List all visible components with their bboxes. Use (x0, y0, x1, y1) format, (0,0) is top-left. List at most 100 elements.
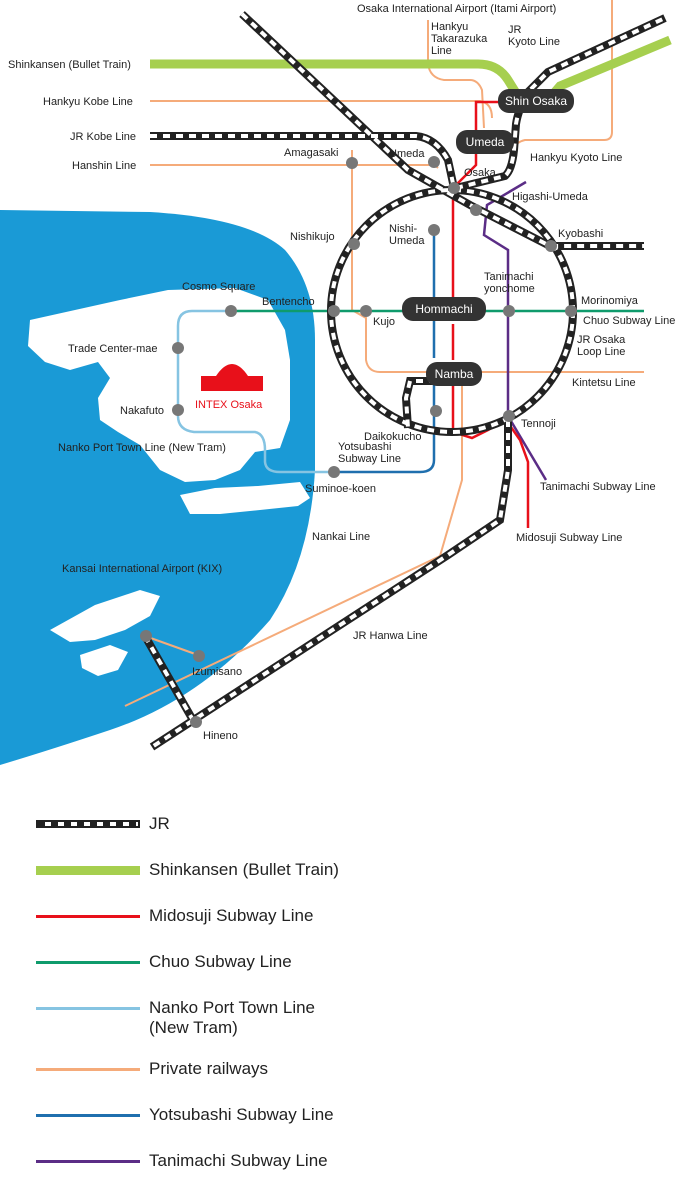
station-dot-tanimachi-yonchome (503, 305, 515, 317)
legend-item-midosuji: Midosuji Subway Line (36, 906, 313, 926)
namba-label: Namba (435, 367, 474, 381)
label-line: yonchome (484, 283, 535, 295)
daikokucho-label: Daikokucho (364, 431, 421, 443)
station-dot-nishi-umeda (428, 224, 440, 236)
station-dot-bentencho (328, 305, 340, 317)
station-dot-tennoji (503, 410, 515, 422)
station-dot-osaka (448, 182, 460, 194)
legend-label-tanimachi: Tanimachi Subway Line (149, 1151, 328, 1170)
station-dot-cosmo-square (225, 305, 237, 317)
station-dot-morinomiya (565, 305, 577, 317)
jr-hanwa-label: JR Hanwa Line (353, 630, 428, 642)
label-line: Yotsubashi (338, 441, 391, 453)
station-pill-namba[interactable]: Namba (426, 362, 482, 386)
label-line: Hankyu (431, 21, 468, 33)
shinkansen-label: Shinkansen (Bullet Train) (8, 59, 131, 71)
legend-swatch-yotsubashi (36, 1114, 140, 1117)
tanimachi-label: Tanimachi Subway Line (540, 481, 656, 493)
hanshin-label: Hanshin Line (72, 160, 136, 172)
amagasaki-branch (351, 150, 440, 373)
station-dot-higashi-umeda (470, 204, 482, 216)
nankai-label: Nankai Line (312, 531, 370, 543)
nanko-port-town-line (176, 309, 334, 474)
label-line: JR Osaka (577, 334, 626, 346)
station-dots (140, 156, 577, 728)
amagasaki-label: Amagasaki (284, 147, 338, 159)
legend: JR Shinkansen (Bullet Train) Midosuji Subw… (0, 800, 692, 1193)
label-line: Line (431, 45, 452, 57)
label-line: Subway Line (338, 453, 401, 465)
nanko-label: Nanko Port Town Line (New Tram) (58, 442, 226, 454)
intex-osaka-venue-icon (201, 364, 263, 391)
legend-item-shinkansen: Shinkansen (Bullet Train) (36, 860, 339, 880)
higashi-umeda-label: Higashi-Umeda (512, 191, 589, 203)
kix-label: Kansai International Airport (KIX) (62, 563, 222, 575)
legend-label-yotsubashi: Yotsubashi Subway Line (149, 1105, 334, 1124)
hankyu-takarazuka-line (427, 20, 485, 129)
hankyu-kyoto-label: Hankyu Kyoto Line (530, 152, 622, 164)
osaka-label: Osaka (464, 167, 497, 179)
station-dot-izumisano (193, 650, 205, 662)
izumisano-label: Izumisano (192, 666, 242, 678)
kix-branch (144, 635, 199, 656)
station-dot-umeda (428, 156, 440, 168)
label-line: Tanimachi (484, 271, 534, 283)
nishikujo-label: Nishikujo (290, 231, 335, 243)
shin-osaka-label: Shin Osaka (505, 94, 567, 108)
kujo-label: Kujo (373, 316, 395, 328)
hommachi-label: Hommachi (415, 302, 472, 316)
legend-swatch-chuo (36, 961, 140, 964)
kintetsu-label: Kintetsu Line (572, 377, 636, 389)
label-line: Loop Line (577, 346, 625, 358)
station-dot-nakafuto (172, 404, 184, 416)
station-dot-nishikujo (348, 238, 360, 250)
legend-label-nanko: Nanko Port Town Line (New Tram) (149, 998, 316, 1037)
intex-label: INTEX Osaka (195, 399, 263, 411)
station-dot-kyobashi (545, 240, 557, 252)
station-dot-kujo (360, 305, 372, 317)
kyobashi-label: Kyobashi (558, 228, 603, 240)
jr-kobe-label: JR Kobe Line (70, 131, 136, 143)
legend-label-chuo: Chuo Subway Line (149, 952, 292, 971)
yotsubashi-subway-line (334, 230, 436, 474)
hineno-label: Hineno (203, 730, 238, 742)
itami-label: Osaka International Airport (Itami Airpo… (357, 3, 556, 15)
label-line: Takarazuka (431, 33, 488, 45)
line-labels: Shinkansen (Bullet Train) Hankyu Kobe Li… (8, 3, 675, 642)
hankyu-kobe-line (150, 100, 493, 119)
nishi-umeda-label: Nishi-Umeda (389, 223, 425, 247)
legend-item-tanimachi: Tanimachi Subway Line (36, 1151, 328, 1171)
nakafuto-label: Nakafuto (120, 405, 164, 417)
midosuji-label: Midosuji Subway Line (516, 532, 622, 544)
label-line: Kyoto Line (508, 36, 560, 48)
legend-swatch-private (36, 1068, 140, 1071)
legend-item-private: Private railways (36, 1059, 268, 1079)
station-dot-kix (140, 630, 152, 642)
station-dot-amagasaki (346, 157, 358, 169)
legend-swatch-midosuji (36, 915, 140, 918)
route-map: Shin Osaka Umeda Hommachi Namba Shinkans… (0, 0, 675, 765)
reclaimed-land (28, 288, 310, 676)
station-pill-hommachi[interactable]: Hommachi (402, 297, 486, 321)
trade-center-label: Trade Center-mae (68, 343, 157, 355)
legend-label-shinkansen: Shinkansen (Bullet Train) (149, 860, 339, 879)
station-labels: Amagasaki Umeda Osaka Higashi-Umeda Nish… (68, 147, 639, 742)
station-pill-umeda[interactable]: Umeda (456, 130, 514, 154)
legend-item-jr: JR (36, 814, 170, 834)
tennoji-label: Tennoji (521, 418, 556, 430)
legend-item-nanko: Nanko Port Town Line (New Tram) (36, 998, 315, 1038)
legend-swatch-nanko (36, 1007, 140, 1010)
legend-label-jr: JR (149, 814, 170, 833)
legend-item-chuo: Chuo Subway Line (36, 952, 292, 972)
bentencho-label: Bentencho (262, 296, 315, 308)
station-pill-shin-osaka[interactable]: Shin Osaka (498, 89, 574, 113)
station-dot-trade-center (172, 342, 184, 354)
hanshin-line (150, 164, 439, 169)
legend-swatch-tanimachi (36, 1160, 140, 1163)
